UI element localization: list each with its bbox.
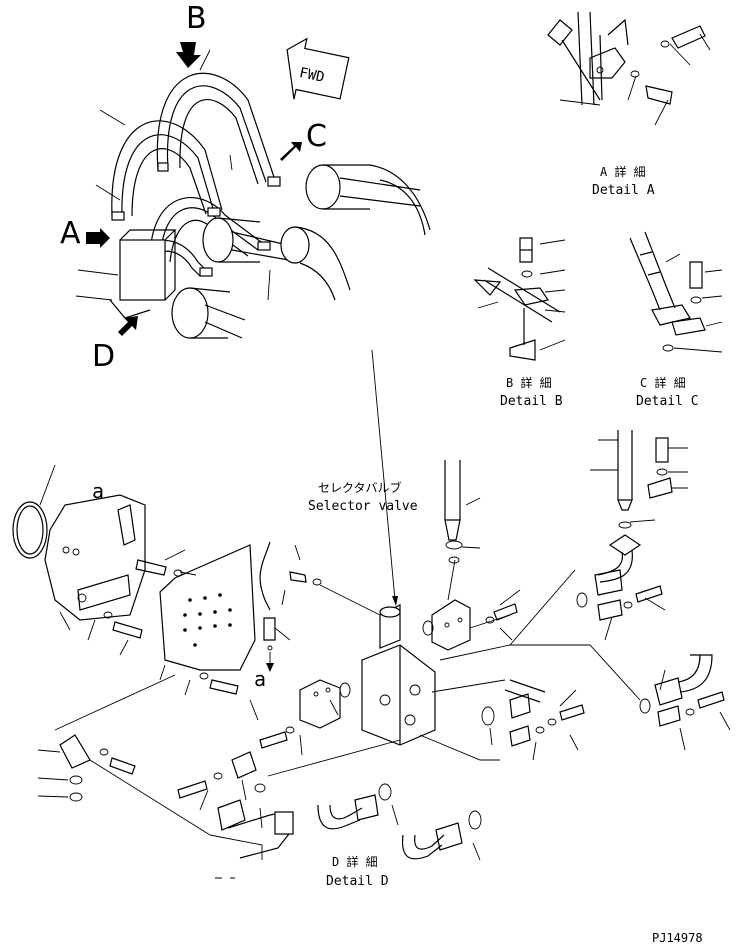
- pipe-center-lower: [481, 679, 585, 747]
- detail-d-jp: D 詳 細: [332, 854, 378, 869]
- pipe-right-lower: [654, 654, 725, 727]
- detail-c-en: Detail C: [636, 394, 699, 409]
- valve-block-left: [259, 679, 341, 749]
- valve-block-right: [431, 599, 518, 651]
- detail-a-drawing: [547, 11, 711, 126]
- view-arrow-b: [176, 42, 201, 68]
- view-label-d: D: [92, 339, 115, 374]
- detail-a-jp: A 詳 細: [600, 164, 646, 179]
- view-label-b: B: [186, 1, 207, 36]
- selector-valve-jp: セレクタバルブ: [318, 480, 402, 495]
- connector-label-a-top: a: [92, 479, 104, 503]
- selector-valve: [361, 349, 436, 746]
- fittings-center-left: [259, 541, 322, 672]
- view-arrow-a: [86, 228, 110, 248]
- o-ring: [12, 464, 56, 559]
- detail-c-jp: C 詳 細: [640, 375, 686, 390]
- selector-valve-en: Selector valve: [308, 499, 418, 514]
- hose-top-center: [444, 460, 463, 564]
- guide-lines: [199, 439, 731, 879]
- detail-a-en: Detail A: [592, 183, 655, 198]
- view-label-c: C: [306, 119, 327, 154]
- fwd-label: FWD: [298, 65, 326, 86]
- detail-d-en: Detail D: [326, 874, 389, 889]
- detail-b-drawing: [473, 237, 566, 361]
- cover-plate-front: [44, 494, 146, 621]
- o-rings: [339, 592, 651, 714]
- hydraulic-assembly-overview: [75, 49, 431, 339]
- detail-c-drawing: [629, 231, 723, 353]
- drawing-number: PJ14978: [652, 931, 703, 945]
- detail-b-jp: B 詳 細: [506, 375, 552, 390]
- bracket-lower-left: [37, 674, 211, 836]
- pipe-right-upper: [594, 430, 673, 621]
- fwd-arrow: FWD: [286, 37, 350, 100]
- pipe-bottom-left: [177, 751, 294, 859]
- connector-label-a-bottom: a: [254, 667, 266, 691]
- detail-b-en: Detail B: [500, 394, 563, 409]
- bolts-lower-left: [59, 549, 239, 696]
- view-label-a: A: [60, 216, 81, 251]
- pipe-bottom-center: [317, 783, 482, 860]
- view-arrow-d: [118, 316, 138, 336]
- view-arrow-c: [280, 142, 302, 161]
- cover-plate-rear: [159, 544, 256, 671]
